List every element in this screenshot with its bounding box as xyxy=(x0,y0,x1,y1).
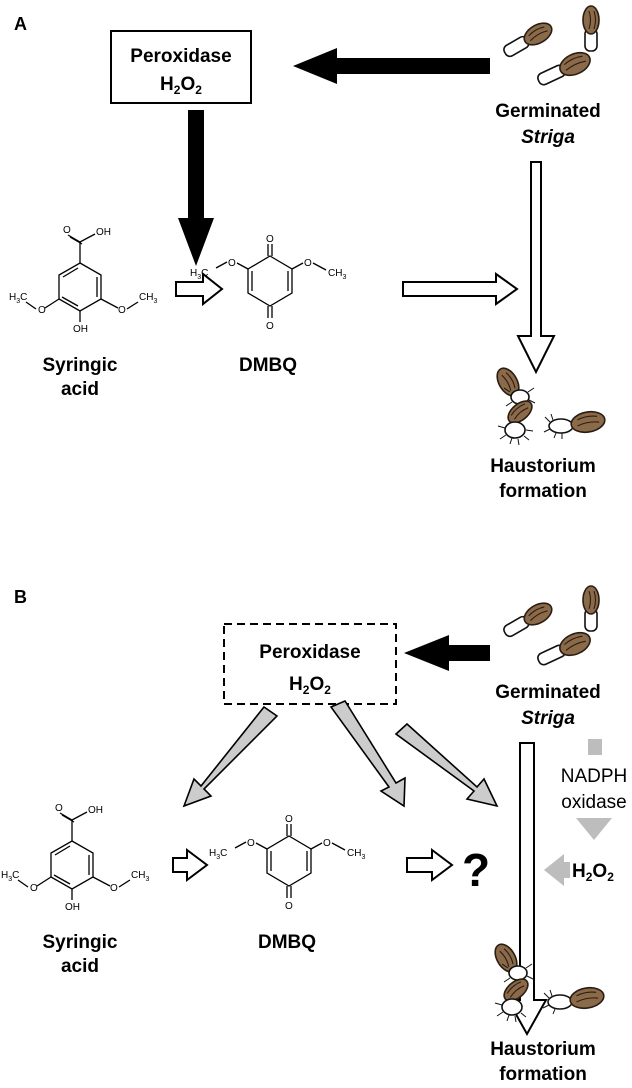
question-mark: ? xyxy=(462,844,490,896)
oxidase-label: oxidase xyxy=(561,792,627,813)
gray-arrow-peroxidase-to-question-b xyxy=(394,722,499,808)
svg-text:CH3: CH3 xyxy=(131,870,149,883)
arrow-striga-to-peroxidase-b xyxy=(404,635,490,671)
svg-text:CH3: CH3 xyxy=(139,292,157,305)
peroxidase-box-a xyxy=(110,30,252,104)
svg-text:H3C: H3C xyxy=(1,870,19,883)
gray-arrow-peroxidase-to-dmbq-b xyxy=(329,699,406,808)
svg-text:O: O xyxy=(266,234,274,245)
gray-arrow-peroxidase-to-syringic-b xyxy=(182,705,279,808)
syringic-acid-structure-a: O OH O CH3 O H3C OH xyxy=(9,225,157,335)
arrow-peroxidase-to-dmbq-a xyxy=(178,110,214,266)
nadph-label: NADPH xyxy=(561,766,628,787)
arrow-dmbq-to-haustorium-a xyxy=(402,272,519,306)
svg-text:O: O xyxy=(110,883,118,894)
haustorium-seeds-a xyxy=(496,367,606,446)
svg-text:O: O xyxy=(266,321,274,332)
haustorium-label-a: Haustorium xyxy=(490,456,596,477)
svg-text:O: O xyxy=(118,305,126,316)
syringic-label-b: Syringic xyxy=(43,932,118,953)
svg-text:OH: OH xyxy=(88,805,103,816)
gray-arrow-nadph-to-h2o2 xyxy=(576,818,612,840)
arrow-striga-to-peroxidase-a xyxy=(293,48,490,84)
svg-text:H3C: H3C xyxy=(209,848,227,861)
svg-text:O: O xyxy=(285,814,293,825)
formation-label-b: formation xyxy=(499,1064,587,1085)
arrow-syringic-to-dmbq-b xyxy=(172,848,209,882)
svg-text:O: O xyxy=(247,838,255,849)
svg-text:OH: OH xyxy=(65,902,80,913)
arrow-syringic-to-dmbq-a xyxy=(175,271,224,307)
peroxidase-box-b xyxy=(223,623,397,705)
dmbq-structure-a: O O O CH3 O H3C xyxy=(190,234,346,332)
svg-text:O: O xyxy=(38,305,46,316)
arrow-striga-to-haustorium-a xyxy=(516,161,556,375)
gray-block-nadph xyxy=(588,739,602,755)
h2o2-label-nadph: H2O2 xyxy=(572,861,614,884)
haustorium-seeds-b xyxy=(494,943,605,1023)
peroxidase-label-a: Peroxidase xyxy=(130,46,231,67)
svg-text:H3C: H3C xyxy=(9,292,27,305)
striga-label-b: Striga xyxy=(521,708,575,729)
dmbq-label-b: DMBQ xyxy=(258,932,316,953)
syringic-acid-structure-b: O OH O CH3 O H3C OH xyxy=(1,803,149,913)
germinated-label-b: Germinated xyxy=(495,682,601,703)
dmbq-label-a: DMBQ xyxy=(239,355,297,376)
svg-text:H3C: H3C xyxy=(190,268,208,281)
svg-text:O: O xyxy=(63,225,71,236)
svg-text:O: O xyxy=(323,838,331,849)
h2o2-label-a: H2O2 xyxy=(160,74,202,97)
panel-b-label: B xyxy=(14,587,27,607)
striga-label-a: Striga xyxy=(521,127,575,148)
svg-text:OH: OH xyxy=(73,324,88,335)
syringic-label-a: Syringic xyxy=(43,355,118,376)
gray-arrow-h2o2-to-stem xyxy=(544,854,570,886)
svg-text:CH3: CH3 xyxy=(328,268,346,281)
svg-text:OH: OH xyxy=(96,227,111,238)
haustorium-label-b: Haustorium xyxy=(490,1039,596,1060)
panel-a-label: A xyxy=(14,14,27,34)
dmbq-structure-b: O O O CH3 O H3C xyxy=(209,814,365,912)
acid-label-b: acid xyxy=(61,956,99,977)
acid-label-a: acid xyxy=(61,379,99,400)
svg-text:O: O xyxy=(285,901,293,912)
formation-label-a: formation xyxy=(499,481,587,502)
svg-text:O: O xyxy=(304,258,312,269)
germinated-striga-seeds-b xyxy=(503,585,600,666)
peroxidase-label-b: Peroxidase xyxy=(259,642,360,663)
svg-text:O: O xyxy=(228,258,236,269)
svg-text:O: O xyxy=(55,803,63,814)
svg-text:O: O xyxy=(30,883,38,894)
germinated-striga-seeds-a xyxy=(503,5,600,86)
arrow-dmbq-to-question-b xyxy=(406,848,454,882)
h2o2-label-b: H2O2 xyxy=(289,674,331,697)
germinated-label-a: Germinated xyxy=(495,101,601,122)
svg-text:CH3: CH3 xyxy=(347,848,365,861)
